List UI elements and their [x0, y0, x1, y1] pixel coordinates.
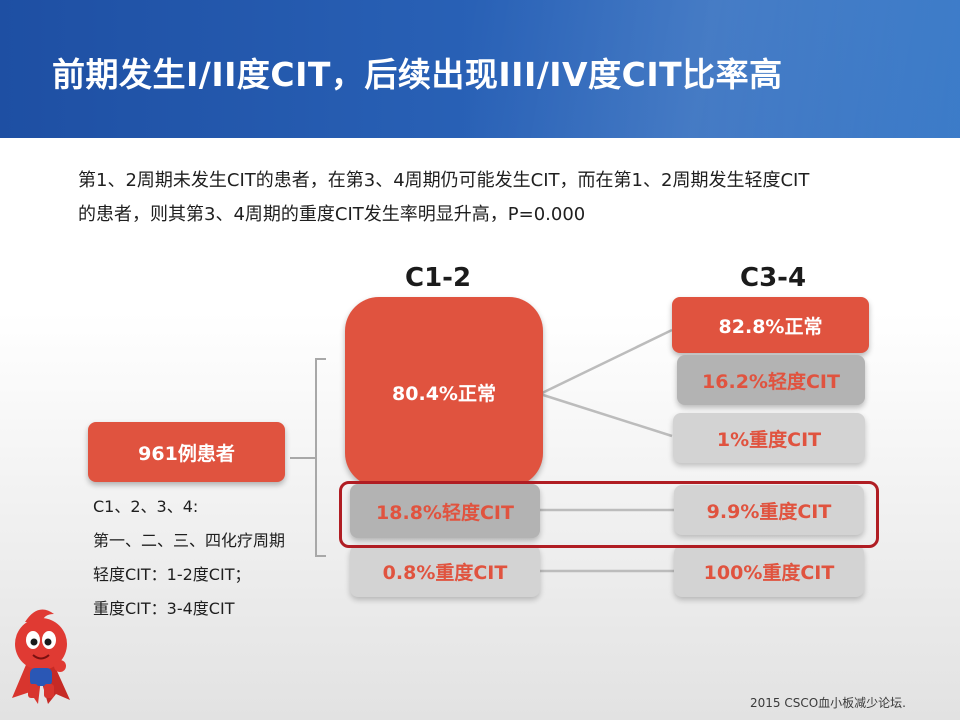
title-bar-highlight	[470, 0, 960, 138]
patients-box: 961例患者	[88, 422, 285, 482]
page-title: 前期发生I/II度CIT，后续出现III/IV度CIT比率高	[52, 55, 783, 94]
footer-text: 2015 CSCO血小板减少论坛.	[750, 696, 906, 710]
description: 第1、2周期未发生CIT的患者，在第3、4周期仍可能发生CIT，而在第1、2周期…	[78, 164, 938, 232]
connector-normal-to-severe	[539, 392, 673, 438]
description-line-2: 的患者，则其第3、4周期的重度CIT发生率明显升高，P=0.000	[78, 204, 586, 225]
c34-normal-box: 82.8%正常	[672, 297, 869, 353]
c12-mild-box: 18.8%轻度CIT	[350, 484, 540, 538]
c34-severe-from-mild-box: 9.9%重度CIT	[674, 485, 864, 535]
red-drop-mascot-icon	[12, 609, 70, 704]
description-line-1: 第1、2周期未发生CIT的患者，在第3、4周期仍可能发生CIT，而在第1、2周期…	[78, 170, 810, 191]
legend-line-1: C1、2、3、4:	[93, 497, 199, 516]
legend-line-3: 轻度CIT：1-2度CIT；	[93, 565, 251, 584]
connector-normal-to-normal	[539, 328, 673, 396]
c34-severe-from-severe-box: 100%重度CIT	[674, 545, 864, 597]
legend-line-4: 重度CIT：3-4度CIT	[93, 599, 235, 618]
c12-normal-box: 80.4%正常	[345, 297, 543, 487]
c34-severe-from-normal-box: 1%重度CIT	[673, 413, 865, 463]
legend-line-2: 第一、二、三、四化疗周期	[93, 531, 286, 550]
c12-severe-box: 0.8%重度CIT	[350, 545, 540, 597]
bracket-line	[290, 358, 326, 557]
highlight-frame	[339, 481, 879, 548]
column-header-c34: C3-4	[740, 263, 807, 293]
column-header-c12: C1-2	[405, 263, 472, 293]
legend: C1、2、3、4: 第一、二、三、四化疗周期 轻度CIT：1-2度CIT； 重度…	[93, 490, 285, 626]
title-bar: 前期发生I/II度CIT，后续出现III/IV度CIT比率高	[0, 0, 960, 138]
c34-mild-box: 16.2%轻度CIT	[677, 355, 865, 405]
